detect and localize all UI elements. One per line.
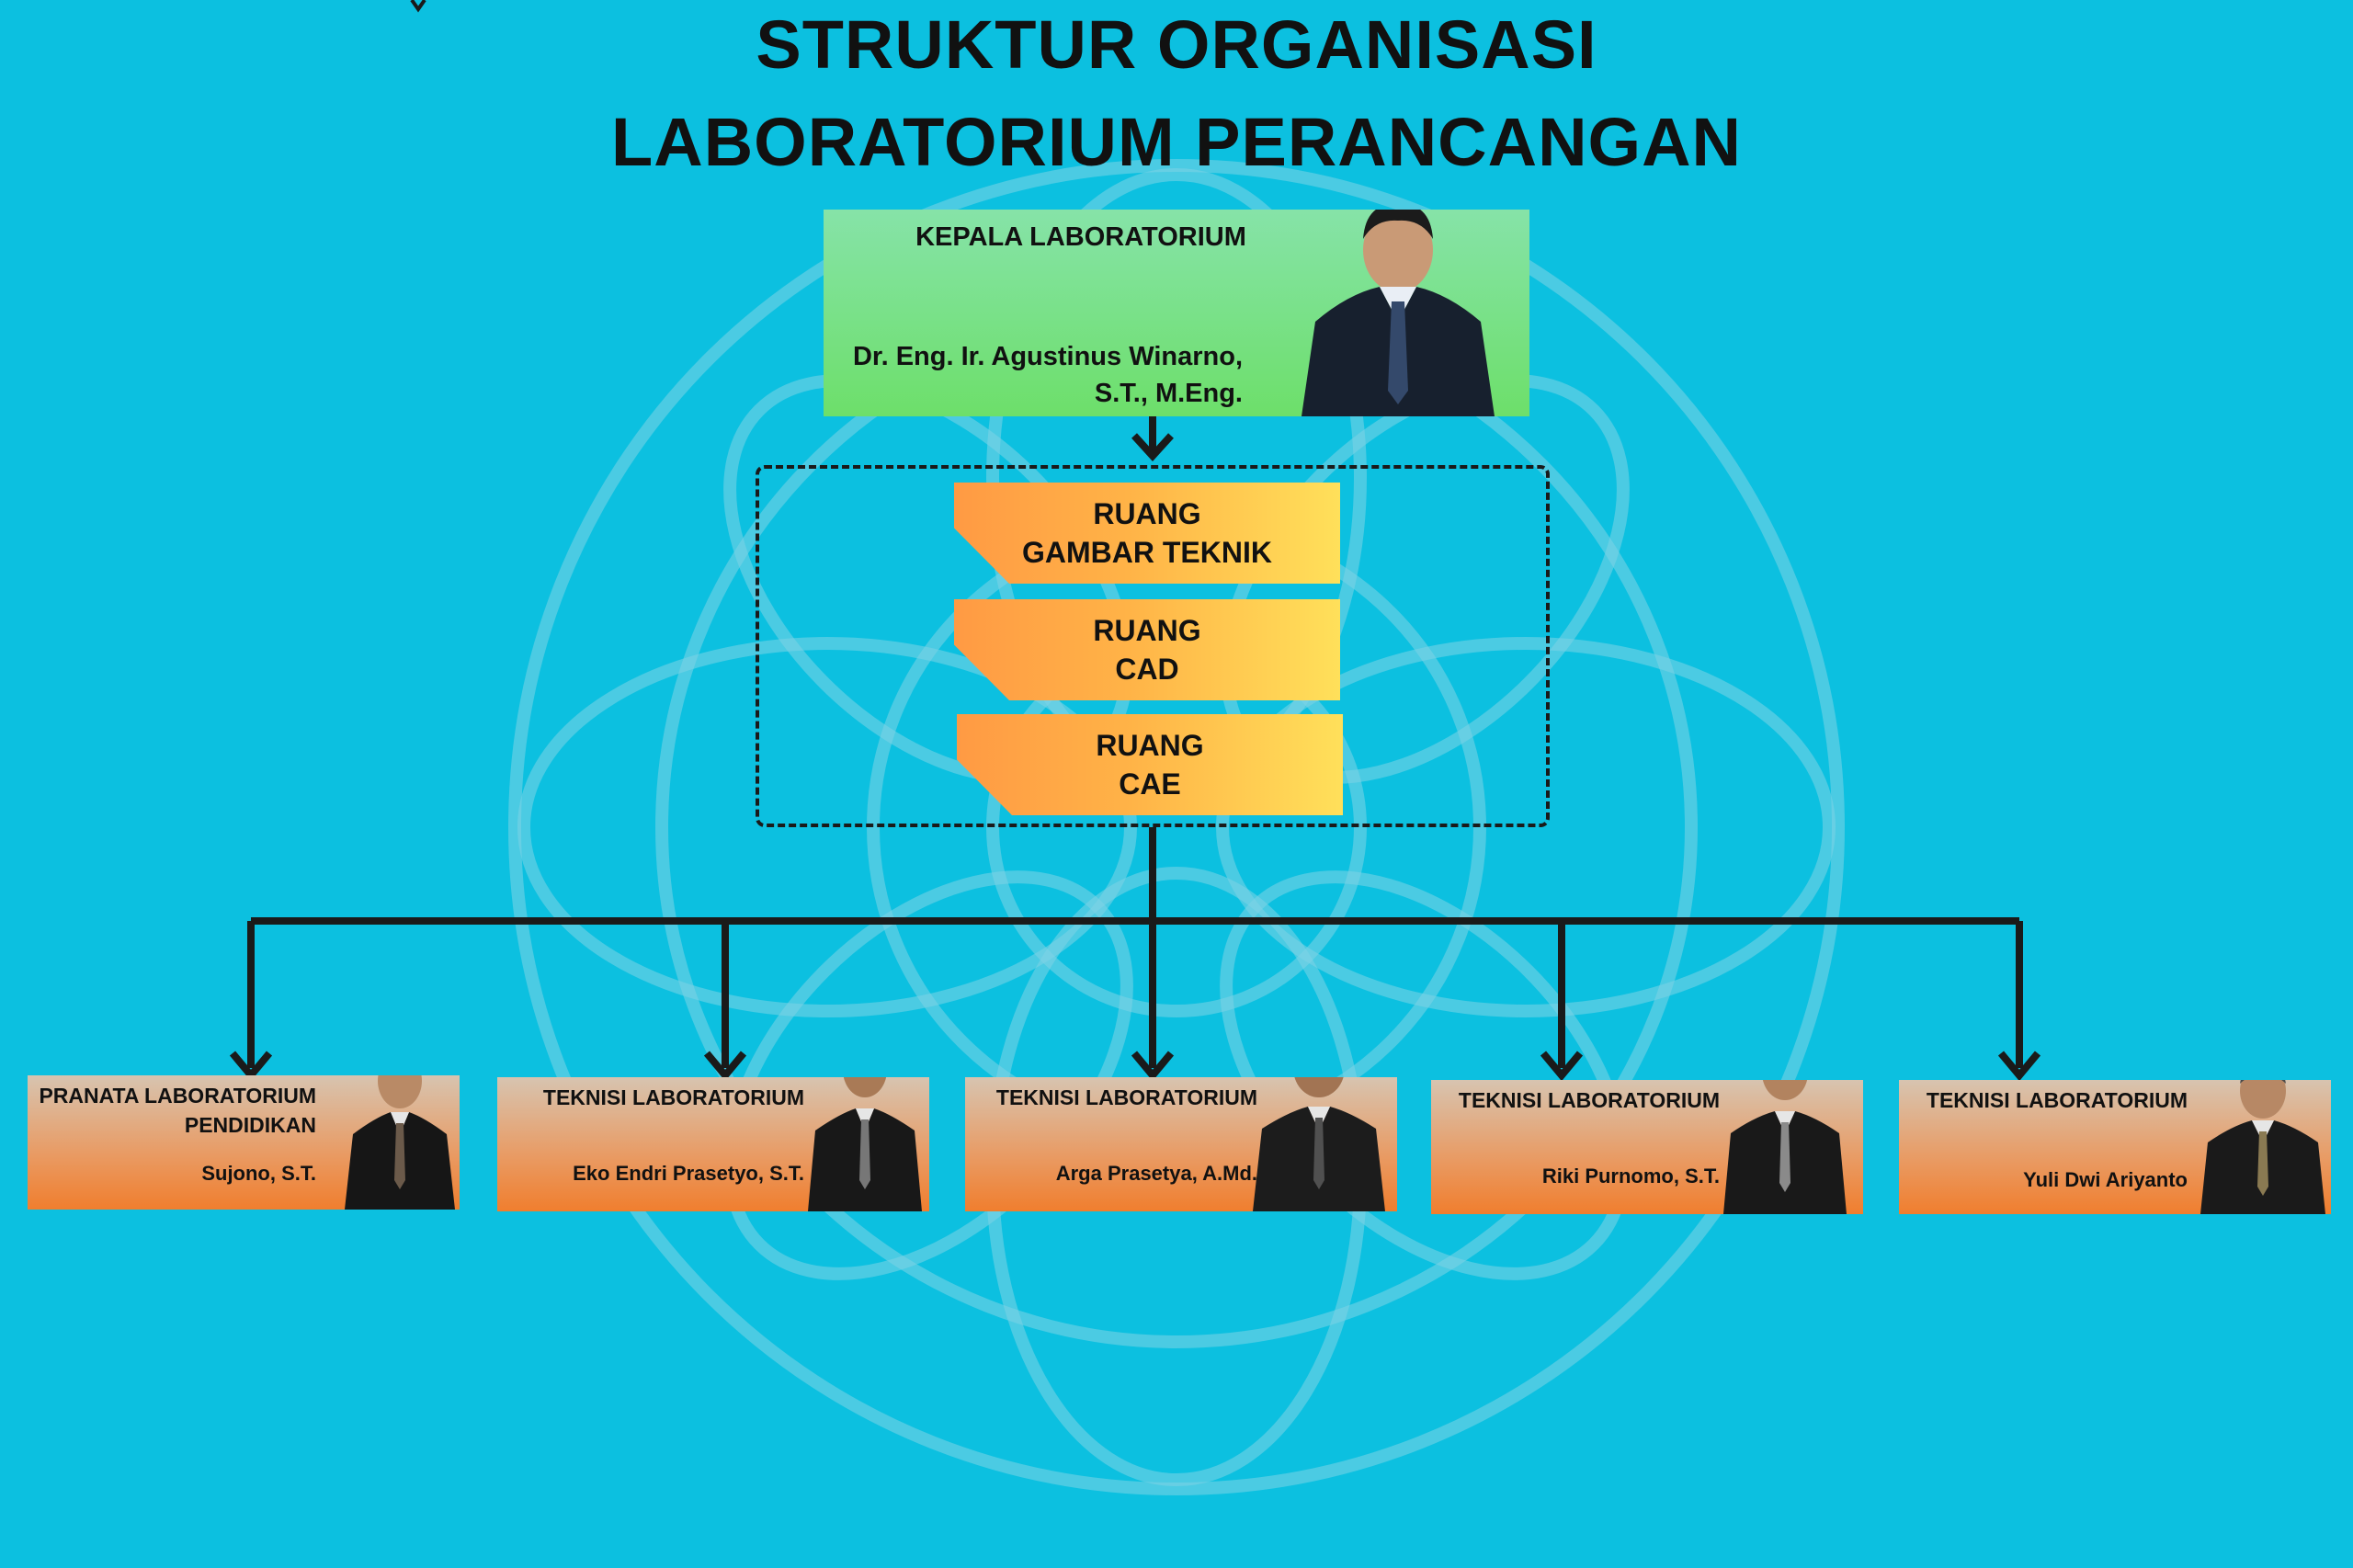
staff-role-label: TEKNISI LABORATORIUM bbox=[542, 1085, 804, 1109]
staff-name-label: Sujono, S.T. bbox=[201, 1162, 316, 1185]
staff-card-pranata: PRANATA LABORATORIUM PENDIDIKAN Sujono, … bbox=[28, 1075, 460, 1210]
staff-name-label: Arga Prasetya, A.Md. bbox=[1055, 1162, 1257, 1185]
room-cad: RUANG CAD bbox=[954, 599, 1340, 700]
head-name-label: Dr. Eng. Ir. Agustinus Winarno, S.T., M.… bbox=[852, 342, 1243, 408]
staff-card-teknisi-3: TEKNISI LABORATORIUM Riki Purnomo, S.T. bbox=[1431, 1080, 1863, 1214]
rooms-group-frame bbox=[756, 465, 1550, 827]
chart-title-line-1: STRUKTUR ORGANISASI bbox=[756, 6, 1597, 83]
staff-role-label: TEKNISI LABORATORIUM bbox=[1926, 1088, 2188, 1112]
staff-name-label: Eko Endri Prasetyo, S.T. bbox=[573, 1162, 804, 1185]
head-portrait bbox=[1302, 210, 1495, 416]
staff-portrait bbox=[2200, 1080, 2325, 1214]
room-gambar-teknik: RUANG GAMBAR TEKNIK bbox=[954, 483, 1340, 584]
staff-role-label: PRANATA LABORATORIUM PENDIDIKAN bbox=[39, 1084, 316, 1137]
staff-portrait bbox=[808, 1077, 922, 1211]
staff-name-label: Yuli Dwi Ariyanto bbox=[2023, 1168, 2188, 1191]
head-role-label: KEPALA LABORATORIUM bbox=[915, 222, 1246, 252]
staff-card-teknisi-1: TEKNISI LABORATORIUM Eko Endri Prasetyo,… bbox=[497, 1077, 929, 1211]
staff-portrait bbox=[345, 1075, 455, 1210]
room-cae: RUANG CAE bbox=[957, 714, 1343, 815]
staff-role-label: TEKNISI LABORATORIUM bbox=[995, 1085, 1257, 1109]
staff-card-teknisi-4: TEKNISI LABORATORIUM Yuli Dwi Ariyanto bbox=[1899, 1080, 2331, 1214]
staff-role-label: TEKNISI LABORATORIUM bbox=[1458, 1088, 1720, 1112]
staff-portrait bbox=[1723, 1080, 1847, 1214]
staff-portrait bbox=[1253, 1077, 1385, 1211]
staff-card-teknisi-2: TEKNISI LABORATORIUM Arga Prasetya, A.Md… bbox=[965, 1077, 1397, 1211]
head-of-lab-box: KEPALA LABORATORIUM Dr. Eng. Ir. Agustin… bbox=[824, 210, 1529, 416]
staff-name-label: Riki Purnomo, S.T. bbox=[1541, 1165, 1720, 1187]
chart-title-line-2: LABORATORIUM PERANCANGAN bbox=[611, 104, 1742, 180]
